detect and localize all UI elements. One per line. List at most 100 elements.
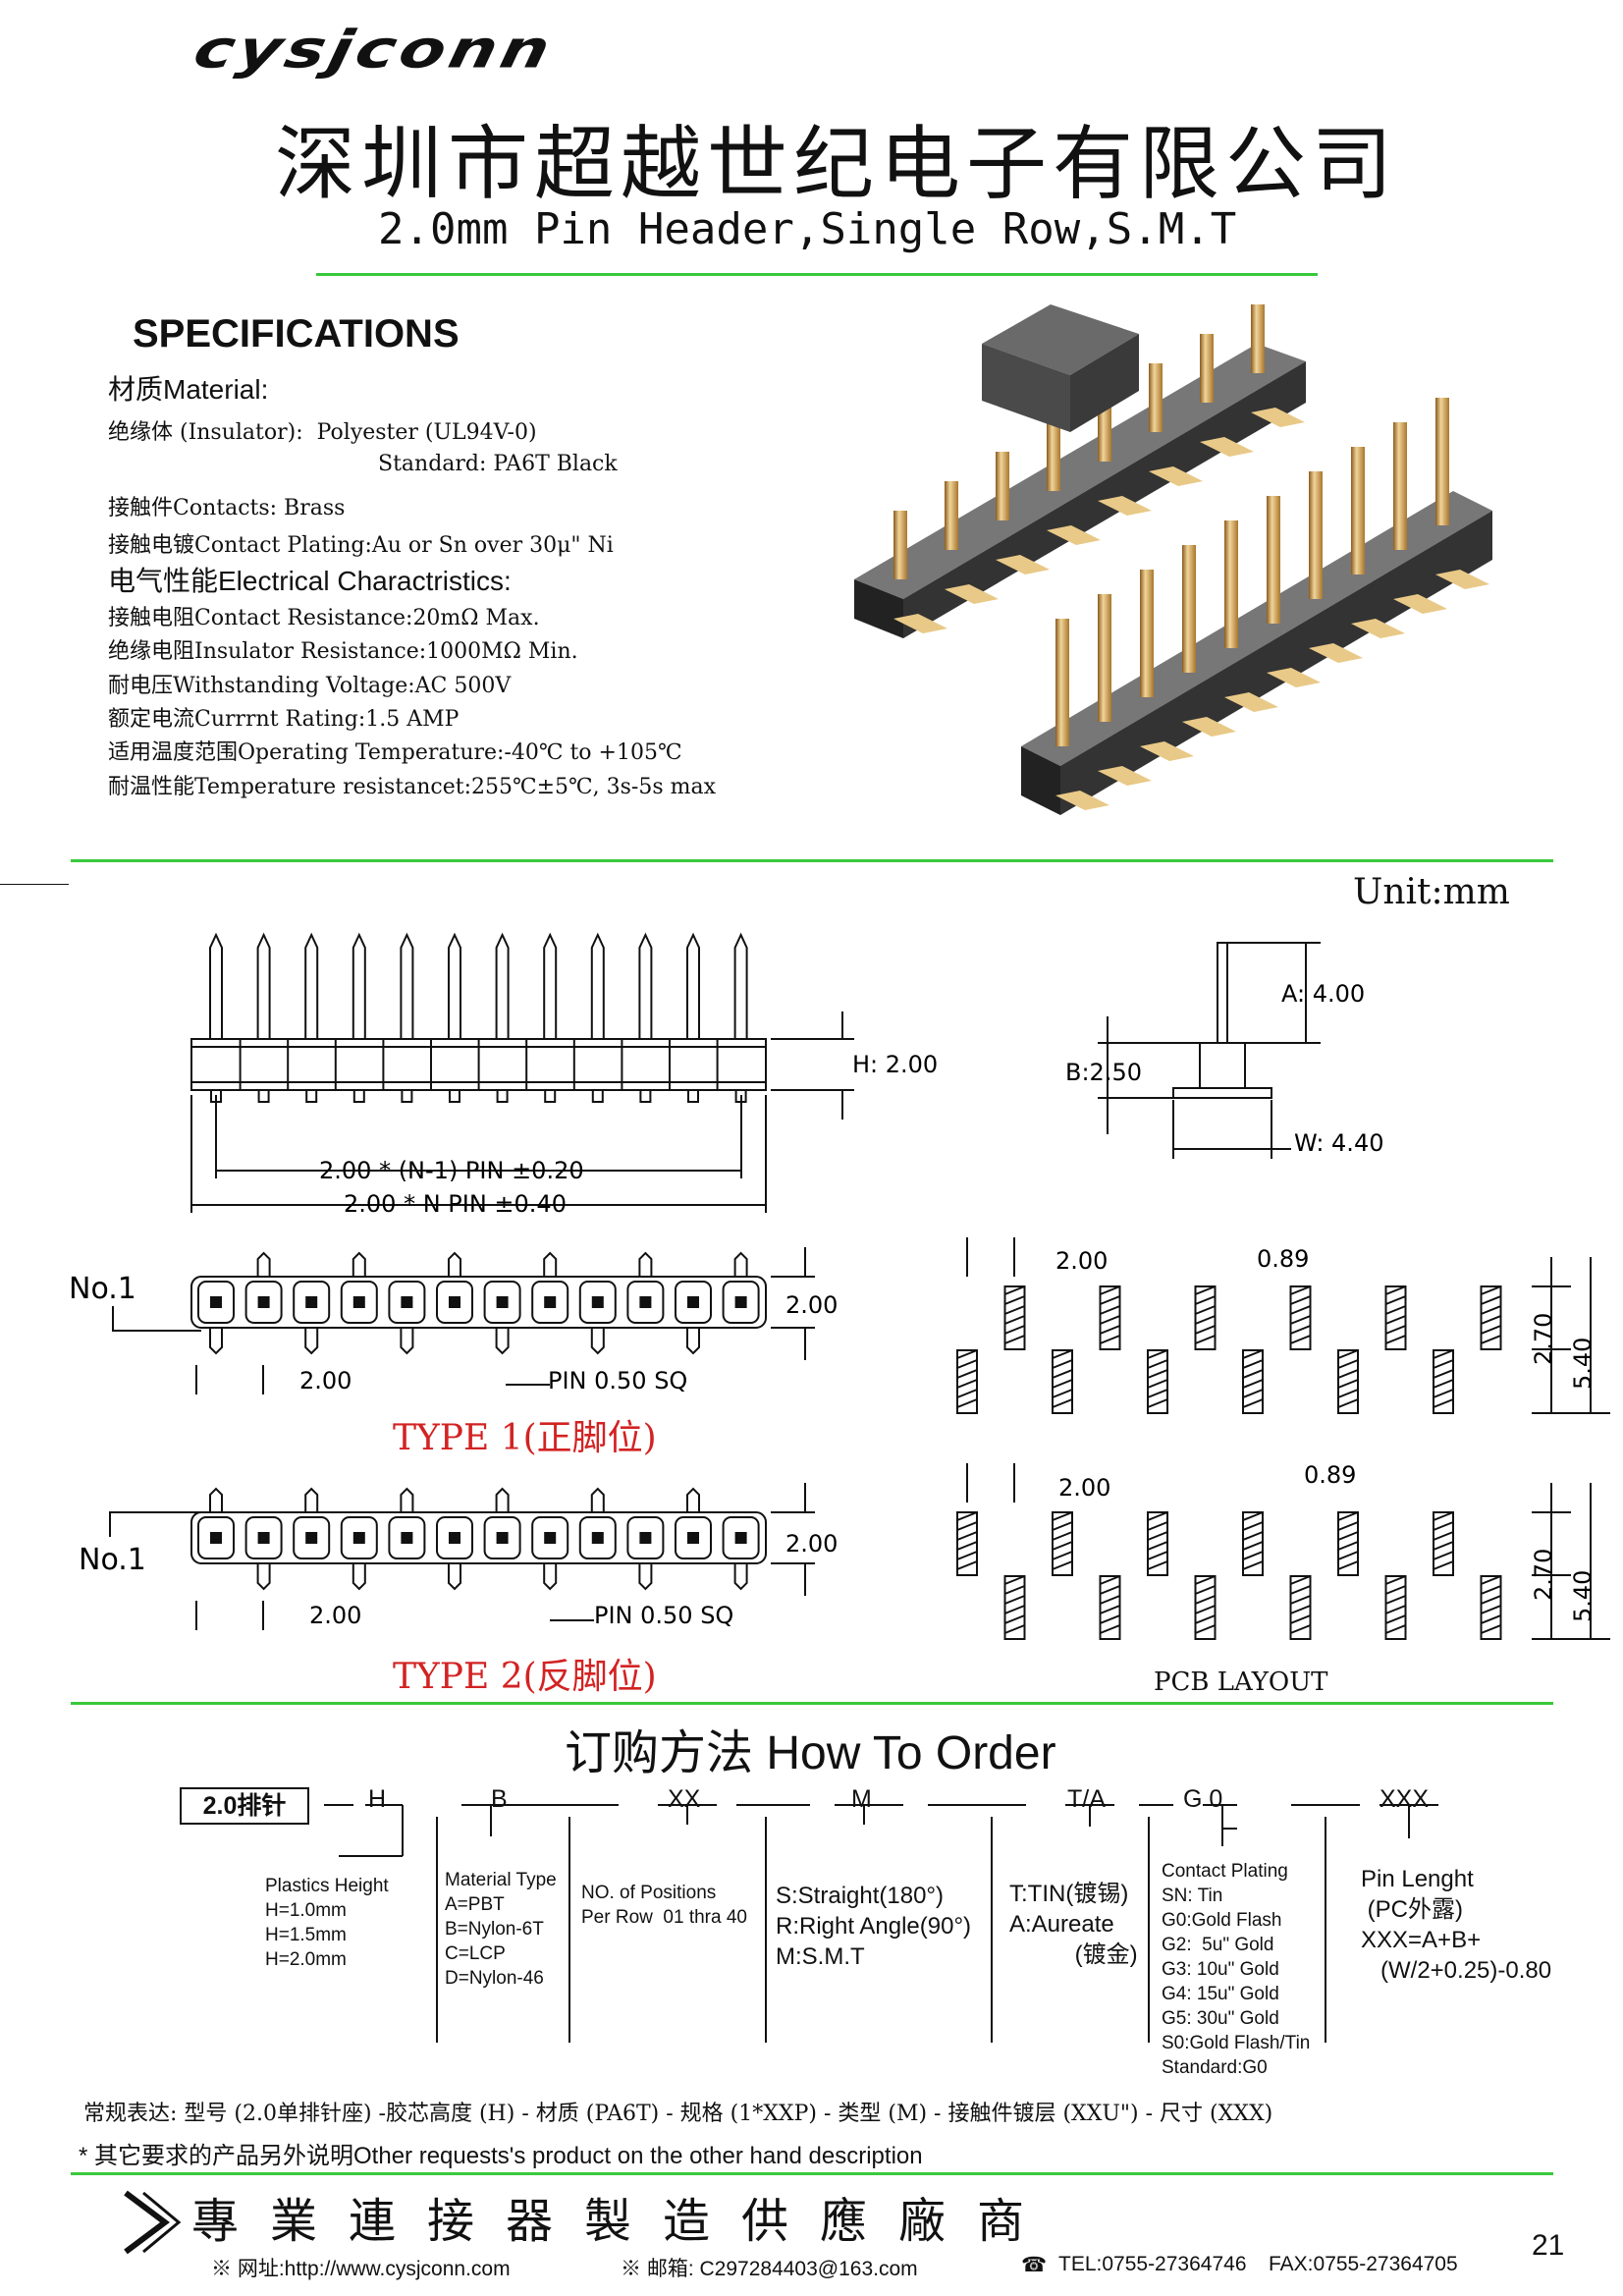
pad-hatch [1052,1560,1073,1570]
spec-resistance: 接触电阻Contact Resistance:20mΩ Max. [108,606,540,630]
render-pin [1224,520,1238,648]
render-leg [1309,643,1363,663]
render-pin [893,511,907,579]
render-leg [945,584,999,604]
pin-square [257,1296,270,1308]
render-leg [1251,408,1305,427]
pcb2-pad: 0.89 [1304,1461,1356,1489]
pad-hatch [1337,1531,1359,1541]
front-pin-foot [257,1089,270,1103]
pin-lead [733,1251,748,1277]
type-body [190,1276,767,1329]
pad-hatch [1433,1551,1454,1560]
pin-lead [638,1563,653,1591]
pin-cell [436,1281,473,1324]
pad-hatch [1337,1389,1359,1398]
pin-lead [686,1487,700,1512]
footer-email[interactable]: ※ 邮箱: C297284403@163.com [621,2258,918,2280]
pad-hatch [1242,1359,1264,1369]
pad-hatch [1242,1560,1264,1570]
pad-hatch [1385,1335,1406,1344]
front-pin-foot [639,1089,652,1103]
chevron-icon [124,2190,182,2255]
pad-hatch [1004,1335,1025,1344]
pin-cell [722,1281,760,1324]
render-pin [1435,398,1449,525]
pin-square [496,1296,509,1308]
pad-hatch [1385,1325,1406,1335]
unit-label: Unit:mm [1353,872,1510,912]
footer-fax: FAX:0755-27364705 [1269,2253,1458,2275]
company-name: 深圳市超越世纪电子有限公司 [275,118,1399,211]
no1-leader [112,1306,201,1332]
order-code-b: B [491,1785,508,1813]
pad-hatch [1100,1305,1120,1315]
no1-label-type1: No.1 [69,1272,136,1306]
front-pin [638,932,653,1039]
render-leg [1047,525,1101,545]
pad-hatch [1147,1551,1168,1560]
pad-hatch [1337,1379,1359,1389]
pin-lead [543,1251,558,1277]
pad-hatch [1290,1595,1311,1605]
render-pin [1055,619,1069,746]
pcb2-pitch: 2.00 [1058,1474,1110,1502]
pad-hatch [1481,1605,1501,1614]
front-pin-foot [401,1089,413,1103]
render-leg [1098,496,1152,516]
spec-plating: 接触电镀Contact Plating:Au or Sn over 30μ" N… [108,533,614,558]
pad-hatch [1147,1369,1168,1379]
pad-hatch [956,1511,978,1521]
pad-hatch [956,1551,978,1560]
footer-web[interactable]: ※ 网址:http://www.cysjconn.com [211,2258,511,2280]
pin-square [257,1532,270,1544]
pad-hatch [1242,1389,1264,1398]
order-code-h: H [368,1785,387,1813]
pad-hatch [1052,1511,1073,1521]
pad-hatch [1337,1511,1359,1521]
render-leg [893,614,947,633]
front-pin [448,932,461,1039]
phone-icon: ☎ [1021,2254,1048,2276]
pin-lead [448,1251,461,1277]
front-pin-foot [496,1089,509,1103]
section-divider-1 [71,859,1553,862]
pad-hatch [1433,1531,1454,1541]
pin-square [352,1532,365,1544]
pad-hatch [1290,1325,1311,1335]
front-pin [256,932,271,1039]
pad-hatch [1100,1295,1120,1305]
pad-hatch [1052,1359,1073,1369]
front-pin [352,932,366,1039]
pad-hatch [1242,1511,1264,1521]
dim-type1-height: 2.00 [785,1291,838,1319]
render-leg [1393,594,1447,614]
pin-cell [675,1516,712,1559]
technical-drawing: H: 2.00 2.00 * (N-1) PIN ±0.20 2.00 * N … [0,884,1610,1640]
pad-hatch [1337,1560,1359,1570]
pcb-layout-label: PCB LAYOUT [1154,1667,1328,1697]
pad-hatch [1242,1531,1264,1541]
pad-hatch [1147,1389,1168,1398]
pad-hatch [956,1379,978,1389]
pad-hatch [956,1531,978,1541]
render-pin [1182,545,1196,673]
render-leg [1200,437,1254,457]
pad-hatch [1147,1560,1168,1570]
pad-hatch [1195,1605,1216,1614]
pin-cell [722,1516,760,1559]
order-code-box: 2.0排针 [180,1787,309,1825]
pad-hatch [1481,1315,1501,1325]
pad-hatch [1052,1379,1073,1389]
pad-hatch [1052,1521,1073,1531]
pin-cell [340,1516,378,1559]
pad-hatch [1433,1560,1454,1570]
order-length: Pin Lenght (PC外露) XXX=A+B+ (W/2+0.25)-0.… [1361,1866,1552,1984]
pcb1-pad: 0.89 [1257,1245,1309,1273]
pad-hatch [1337,1521,1359,1531]
front-pin [590,932,605,1039]
product-3d-render [854,304,1492,815]
pcb2-270: 2.70 [1530,1549,1557,1601]
pin-square [639,1296,652,1308]
pin-cell [626,1281,665,1324]
